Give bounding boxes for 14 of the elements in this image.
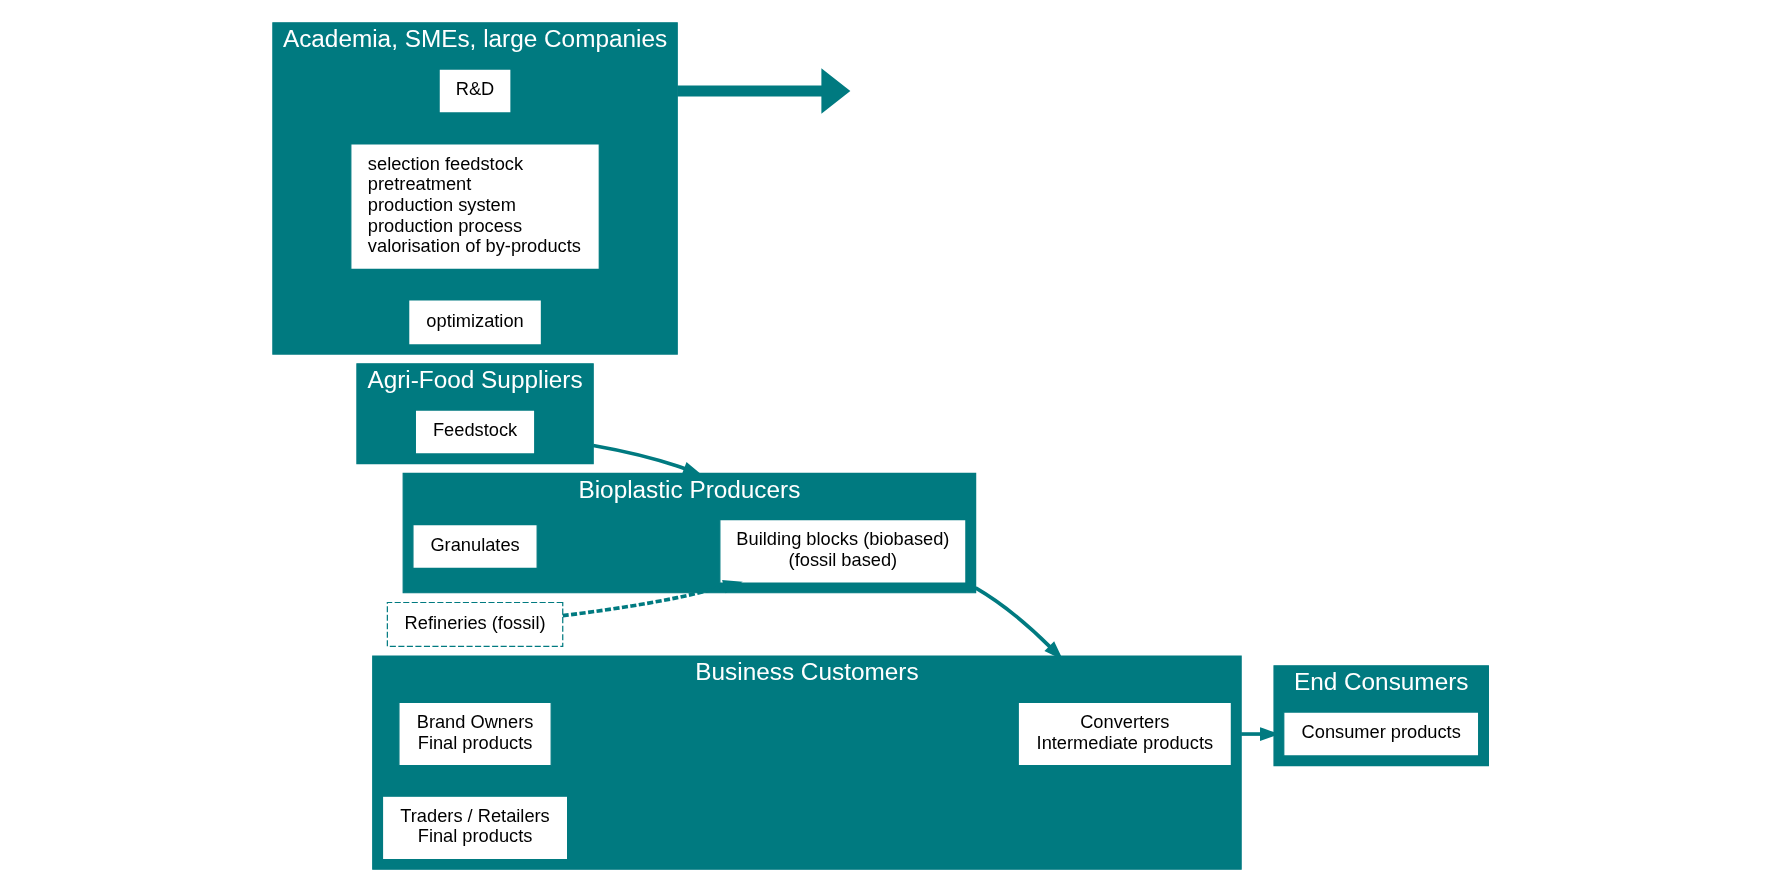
node-box: Brand Owners Final products [398, 701, 552, 767]
node-box: Converters Intermediate products [1017, 701, 1232, 767]
node-box: selection feedstock pretreatment production system production process valorisation of by-products [350, 143, 600, 270]
node-box: Granulates [412, 523, 538, 569]
arrow [677, 68, 851, 114]
node-box: R&D [438, 68, 512, 114]
label: optimization [426, 309, 524, 331]
node-box: Feedstock [414, 409, 536, 455]
arrow [592, 443, 703, 476]
node-box: Traders / Retailers Final products [381, 795, 569, 861]
node-box: Refineries (fossil) [386, 601, 564, 647]
arrow [562, 580, 743, 618]
node-box: Building blocks (biobased) (fossil based) [719, 519, 967, 584]
node-box: Consumer products [1283, 711, 1480, 757]
